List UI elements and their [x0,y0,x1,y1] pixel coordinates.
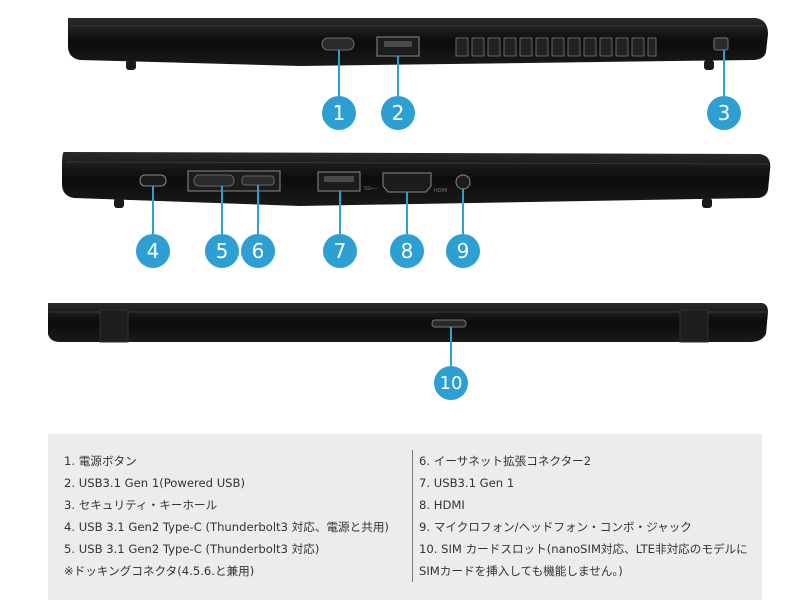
legend-item: 6. イーサネット拡張コネクター2 [419,454,592,468]
hdmi-port [382,172,432,193]
callout-badge-1: 1 [322,96,356,130]
ss-usb-mark: SS⟵ [364,186,378,192]
legend-item: 9. マイクロフォン/ヘッドフォン・コンボ・ジャック [419,520,692,534]
legend-left-column: 1. 電源ボタン 2. USB3.1 Gen 1(Powered USB) 3.… [64,450,400,582]
hdmi-mark: HDMI [434,188,447,194]
usb-a-powered-port [376,36,420,57]
svg-text:9: 9 [457,239,470,263]
legend-right-column: 6. イーサネット拡張コネクター2 7. USB3.1 Gen 1 8. HDM… [412,450,759,582]
vent-grille [455,37,657,57]
legend-note: ※ドッキングコネクタ(4.5.6.と兼用) [64,564,255,578]
legend-item: 3. セキュリティ・キーホール [64,498,218,512]
laptop-right-side-view [68,18,768,70]
svg-text:10: 10 [440,373,463,394]
svg-text:4: 4 [147,239,160,263]
usb-c-port-2 [193,174,235,187]
svg-text:3: 3 [718,101,731,125]
callout-badge-10: 10 [434,366,468,400]
security-keyhole [713,37,729,51]
svg-text:6: 6 [252,239,265,263]
legend-item: 2. USB3.1 Gen 1(Powered USB) [64,476,246,490]
callout-badge-9: 9 [446,234,480,268]
ethernet-extension-port [241,175,275,186]
audio-jack [455,174,471,190]
port-legend: 1. 電源ボタン 2. USB3.1 Gen 1(Powered USB) 3.… [48,434,762,600]
svg-text:8: 8 [401,239,414,263]
power-button-port [321,37,355,51]
sim-card-slot [431,319,467,328]
legend-item: 10. SIM カードスロット(nanoSIM対応、LTE非対応のモデルにSIM… [419,542,748,578]
laptop-rear-view [48,303,768,343]
callout-badge-8: 8 [390,234,424,268]
leader-lines [152,50,725,366]
svg-text:1: 1 [333,101,346,125]
callout-badge-3: 3 [707,96,741,130]
port-diagram: SS⟵ HDMI 1 2 3 4 [48,18,771,400]
svg-text:7: 7 [334,239,347,263]
legend-item: 4. USB 3.1 Gen2 Type-C (Thunderbolt3 対応、… [64,520,389,534]
usb-a-port: SS⟵ [317,171,378,192]
laptop-left-side-view: SS⟵ HDMI [62,152,771,208]
callout-badge-6: 6 [241,234,275,268]
callout-badge-2: 2 [381,96,415,130]
callout-badge-4: 4 [136,234,170,268]
callout-badge-7: 7 [323,234,357,268]
svg-text:2: 2 [392,101,405,125]
legend-item: 5. USB 3.1 Gen2 Type-C (Thunderbolt3 対応) [64,542,320,556]
legend-item: 8. HDMI [419,498,465,512]
svg-text:5: 5 [216,239,229,263]
legend-item: 7. USB3.1 Gen 1 [419,476,515,490]
usb-c-port-1 [139,174,167,187]
callout-badge-5: 5 [205,234,239,268]
legend-item: 1. 電源ボタン [64,454,137,468]
